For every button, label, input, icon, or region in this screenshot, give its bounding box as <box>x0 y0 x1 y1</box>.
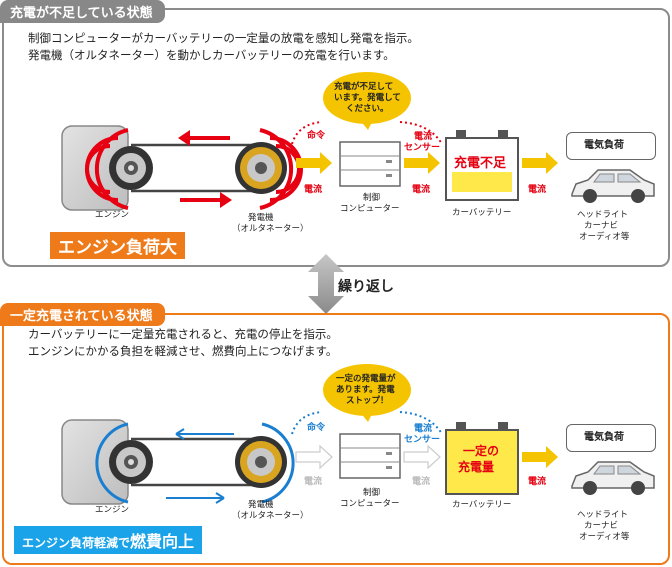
top-battery-status: 充電不足 <box>454 156 507 171</box>
top-current-label-b: 電流 <box>412 185 431 195</box>
bottom-current-label-c: 電流 <box>528 477 547 487</box>
battery-icon <box>445 130 519 201</box>
alternator-arc-icon <box>261 422 295 504</box>
bottom-current-label-b: 電流 <box>412 477 431 487</box>
ecu-box-icon-bottom <box>339 433 401 479</box>
top-current-label-a: 電流 <box>304 185 323 195</box>
bottom-battery-status2: 充電量 <box>458 460 495 474</box>
belt-direction-arrows <box>178 130 232 208</box>
top-ecu-label1: 制御 <box>363 193 381 203</box>
top-sensor-label1: 電流 <box>414 132 433 142</box>
bottom-command-label: 命令 <box>307 423 326 433</box>
bottom-badge-big: 燃費向上 <box>130 532 195 551</box>
speech-bubble-icon <box>323 72 411 130</box>
alternator-icon <box>259 128 303 210</box>
bottom-title: 一定充電されている状態 <box>0 303 165 326</box>
bottom-device-1: ヘッドライト <box>577 510 629 520</box>
command-signal-icon-bottom <box>291 411 323 435</box>
top-engine-load-badge: エンジン負荷大 <box>50 232 185 259</box>
bottom-bubble-line3: ストップ！ <box>346 396 389 406</box>
flow-arrow-alt-to-ecu <box>296 152 332 174</box>
top-engine-label: エンジン <box>95 210 130 220</box>
belt-direction-arrows-bottom <box>166 428 234 504</box>
ecu-box-icon <box>339 141 401 187</box>
top-load-label: 電気負荷 <box>584 140 624 151</box>
top-bubble-line1: 充電が不足して <box>334 82 394 92</box>
flow-arrow-ecu-to-battery <box>404 152 440 174</box>
repeat-label: 繰り返し <box>338 279 394 295</box>
top-bubble-line2: います。発電して <box>334 93 401 103</box>
top-load-box <box>566 132 656 160</box>
engine-arc-icon <box>95 422 129 504</box>
top-battery-label: カーバッテリー <box>452 208 512 218</box>
top-description-line2: 発電機（オルタネーター）を動かしカーバッテリーの充電を行います。 <box>28 48 395 62</box>
top-alternator-label2: （オルタネーター） <box>232 224 309 234</box>
car-icon <box>571 169 655 203</box>
bottom-badge-small: エンジン負荷軽減で <box>22 536 131 550</box>
top-description-line1: 制御コンピューターがカーバッテリーの一定量の放電を感知し発電を指示。 <box>28 31 419 45</box>
top-command-label: 命令 <box>307 131 326 141</box>
engine-vibration-icon <box>85 128 129 210</box>
flow-arrow-alt-to-ecu-off <box>295 444 333 470</box>
flow-arrow-battery-to-load <box>522 152 558 174</box>
bottom-device-2: カーナビ <box>584 521 619 531</box>
top-bubble-line3: ください。 <box>346 104 389 114</box>
bottom-load-box <box>566 424 656 452</box>
bottom-ecu-label2: コンピューター <box>340 499 400 509</box>
belt-icon-bottom <box>109 436 287 488</box>
bottom-current-label-a: 電流 <box>304 477 323 487</box>
belt-icon <box>109 142 287 194</box>
speech-bubble-icon-bottom <box>323 364 411 422</box>
bottom-load-label: 電気負荷 <box>584 432 624 443</box>
top-title: 充電が不足している状態 <box>0 0 165 23</box>
bottom-description-line1: カーバッテリーに一定量充電されると、充電の停止を指示。 <box>28 327 338 341</box>
bottom-sensor-label1: 電流 <box>414 424 433 434</box>
bottom-description-line2: エンジンにかかる負担を軽減させ、燃費向上につなげます。 <box>28 344 338 358</box>
flow-arrow-battery-to-load-bottom <box>522 446 558 468</box>
bottom-bubble-line1: 一定の発電量が <box>336 374 396 384</box>
top-current-label-c: 電流 <box>528 185 547 195</box>
top-device-2: カーナビ <box>584 221 619 231</box>
bottom-ecu-label1: 制御 <box>363 488 381 498</box>
bottom-sensor-label2: センサー <box>404 435 441 445</box>
bottom-device-3: オーディオ等 <box>579 532 630 542</box>
top-device-3: オーディオ等 <box>579 232 630 242</box>
top-alternator-label1: 発電機 <box>248 213 274 223</box>
top-device-1: ヘッドライト <box>577 210 629 220</box>
bottom-alternator-label2: （オルタネーター） <box>232 511 309 521</box>
bottom-alternator-label1: 発電機 <box>248 500 274 510</box>
bottom-fuel-badge: エンジン負荷軽減で燃費向上 <box>14 526 203 554</box>
bottom-battery-status1: 一定の <box>463 444 500 458</box>
sensor-signal-icon-bottom <box>399 411 443 435</box>
sensor-signal-icon <box>399 121 443 145</box>
bottom-battery-label: カーバッテリー <box>452 500 512 510</box>
battery-icon-bottom <box>445 422 519 495</box>
flow-arrow-ecu-to-battery-off <box>403 444 441 470</box>
cycle-arrow-icon <box>308 254 344 314</box>
bottom-bubble-line2: あります。発電 <box>336 385 395 395</box>
command-signal-icon <box>291 121 323 145</box>
top-ecu-label2: コンピューター <box>340 204 400 214</box>
car-icon-bottom <box>571 461 655 495</box>
bottom-engine-label: エンジン <box>95 505 130 515</box>
top-sensor-label2: センサー <box>404 143 441 153</box>
